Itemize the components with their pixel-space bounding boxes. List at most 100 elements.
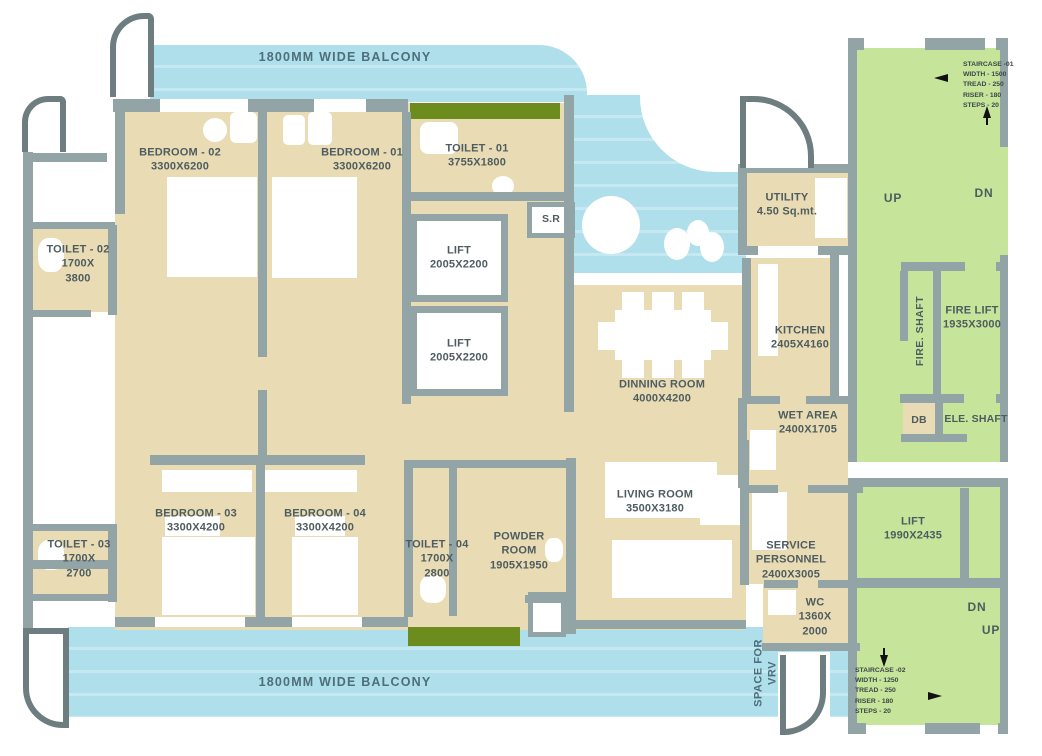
wall-segment: [449, 466, 457, 616]
wall-segment: [848, 38, 864, 50]
wall-segment: [115, 99, 125, 214]
wall-segment: [33, 310, 91, 317]
wall-segment: [960, 488, 969, 578]
wall-segment: [1000, 478, 1008, 578]
pillows: [165, 516, 220, 536]
wall-segment: [818, 580, 863, 588]
wall-segment: [925, 723, 980, 734]
room-label-sr: S.R: [541, 213, 561, 226]
pebble-icon: [700, 232, 724, 262]
staircase-02-info: STAIRCASE -02 WIDTH - 1250 TREAD - 250 R…: [855, 667, 906, 715]
window: [312, 99, 368, 112]
balcony-bottom-label: 1800MM WIDE BALCONY: [258, 674, 432, 689]
bed-bedroom-03: [162, 537, 255, 615]
wall-segment: [762, 643, 860, 651]
lift-block: [848, 478, 1008, 578]
wall-segment: [738, 164, 747, 248]
wall-segment: [925, 38, 985, 50]
wall-segment: [900, 394, 964, 403]
room-label-toilet-03: TOILET - 03 1700X 2700: [47, 538, 111, 580]
kitchen-counter: [758, 264, 778, 356]
bed-bedroom-04: [292, 537, 358, 615]
bath-fixture: [492, 176, 514, 196]
chair: [598, 322, 615, 350]
space-for-vrv-label: SPACE FOR VRV: [752, 639, 779, 707]
wall-segment: [366, 99, 408, 112]
staircase-02-up-label: UP: [981, 623, 1001, 638]
room-label-utility: UTILITY 4.50 Sq.mt.: [756, 191, 818, 218]
window: [155, 617, 245, 627]
wall-segment: [901, 434, 967, 442]
wall-segment: [848, 478, 1008, 487]
wall-segment: [404, 460, 459, 468]
room-label-lift-3: LIFT 1990X2435: [883, 515, 943, 542]
room-label-bedroom-02: BEDROOM - 02 3300X6200: [139, 146, 221, 173]
room-label-ele-shaft: ELE. SHAFT: [944, 413, 1008, 426]
utility-counter: [815, 178, 847, 238]
wall-segment: [525, 595, 573, 603]
wall-segment: [848, 588, 857, 725]
room-label-fire-shaft: FIRE. SHAFT: [914, 295, 927, 367]
wall-segment: [848, 578, 1008, 588]
staircase-02-dn-label: DN: [967, 600, 987, 615]
wall-segment: [996, 262, 1008, 271]
door-swing-icon: [23, 628, 69, 728]
wall-segment: [738, 246, 758, 255]
staircase-01-info: STAIRCASE -01 WIDTH - 1500 TREAD - 250 R…: [963, 61, 1014, 109]
room-label-bedroom-03: BEDROOM - 03 3300X4200: [155, 507, 237, 534]
room-label-lift-2: LIFT 2005X2200: [429, 337, 489, 364]
wall-segment: [933, 271, 941, 395]
balcony-top-water: [150, 45, 587, 102]
wall-segment: [248, 99, 314, 112]
wall-segment: [740, 440, 749, 585]
wall-segment: [848, 42, 857, 462]
wall-segment: [998, 723, 1008, 734]
wall-segment: [848, 723, 866, 734]
bed-bedroom-02: [167, 177, 257, 277]
wall-segment: [406, 192, 568, 201]
door-swing-icon: [110, 13, 154, 97]
chair: [652, 360, 674, 378]
room-label-wc: WC 1360X 2000: [798, 596, 832, 638]
balcony-top-label: 1800MM WIDE BALCONY: [258, 49, 432, 64]
wall-segment: [108, 225, 117, 315]
bath-fixture: [420, 575, 446, 603]
chair: [652, 292, 674, 310]
wall-segment: [150, 455, 365, 465]
rug: [605, 462, 717, 518]
wall-segment: [402, 112, 411, 404]
staircase-01-dn-label: DN: [974, 186, 994, 201]
wall-segment: [256, 463, 265, 621]
planter-top: [410, 103, 560, 119]
room-label-service: SERVICE PERSONNEL 2400X3005: [755, 539, 827, 581]
room-label-toilet-02: TOILET - 02 1700X 3800: [46, 243, 110, 285]
room-label-bedroom-04: BEDROOM - 04 3300X4200: [284, 507, 366, 534]
stair-arrow-up-icon: [983, 106, 991, 118]
wall-segment: [748, 485, 778, 493]
wall-segment: [258, 112, 267, 357]
wall-segment: [744, 396, 780, 404]
pillows: [295, 516, 345, 536]
stair-arrow-stem: [883, 648, 885, 657]
wall-segment: [740, 164, 850, 173]
room-label-dining: DINNING ROOM 4000X4200: [618, 378, 706, 405]
room-label-powder: POWDER ROOM 1905X1950: [489, 530, 549, 572]
wall-segment: [996, 394, 1008, 403]
lift-2-shaft: [410, 306, 508, 396]
wall-segment: [806, 396, 850, 404]
bed-bedroom-01: [272, 177, 357, 278]
bath-fixture: [420, 122, 458, 154]
wall-segment: [574, 620, 746, 629]
wall-segment: [900, 271, 908, 341]
room-label-db: DB: [911, 414, 927, 427]
door-swing-icon: [22, 96, 66, 152]
sofa: [612, 540, 732, 598]
room-label-lift-1: LIFT 2005X2200: [429, 244, 489, 271]
chair: [682, 360, 704, 378]
dining-table: [615, 310, 711, 360]
staircase-02-block: [848, 588, 1008, 725]
wall-segment: [830, 252, 839, 400]
armchair: [700, 475, 740, 525]
wardrobe: [162, 470, 252, 492]
